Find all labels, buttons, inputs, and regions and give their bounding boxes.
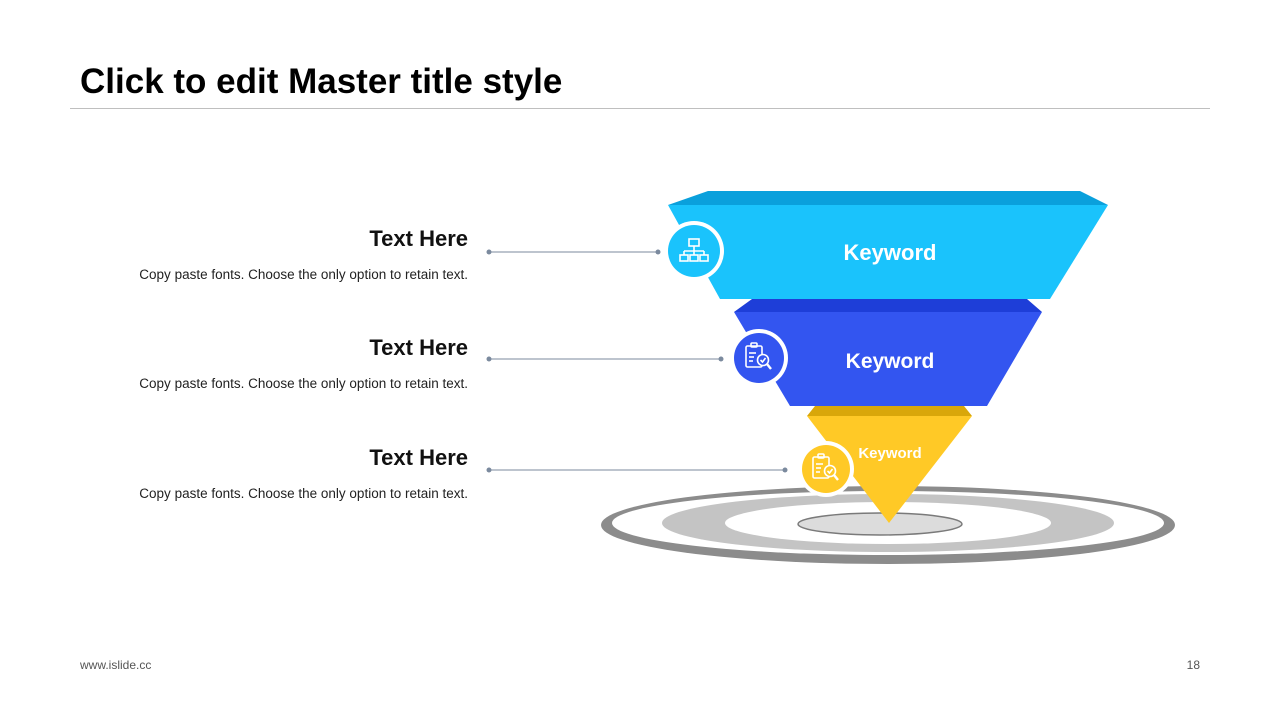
tier-1-keyword: Keyword [844, 240, 937, 265]
footer-website: www.islide.cc [80, 658, 152, 672]
connector-1 [486, 249, 661, 255]
document-search-icon [730, 329, 788, 387]
funnel-tier-2: Keyword [734, 299, 1042, 406]
item-3-heading: Text Here [369, 445, 468, 470]
hierarchy-icon [664, 221, 724, 281]
tier-2-keyword: Keyword [846, 350, 935, 373]
item-1-description: Copy paste fonts. Choose the only option… [139, 267, 468, 282]
item-1-heading: Text Here [369, 226, 468, 251]
connector-2 [486, 356, 724, 362]
slide-title: Click to edit Master title style [80, 62, 563, 101]
item-2-description: Copy paste fonts. Choose the only option… [139, 376, 468, 391]
page-number: 18 [1186, 658, 1200, 672]
funnel-tier-1: Keyword [668, 191, 1108, 299]
item-2-heading: Text Here [369, 335, 468, 360]
checklist-search-icon [798, 441, 854, 497]
connector-3 [486, 467, 788, 473]
tier-3-keyword: Keyword [858, 445, 921, 462]
funnel-tier-3: Keyword [807, 406, 972, 523]
item-3-description: Copy paste fonts. Choose the only option… [139, 486, 468, 501]
title-divider [70, 108, 1210, 109]
target-rings [601, 486, 1175, 564]
